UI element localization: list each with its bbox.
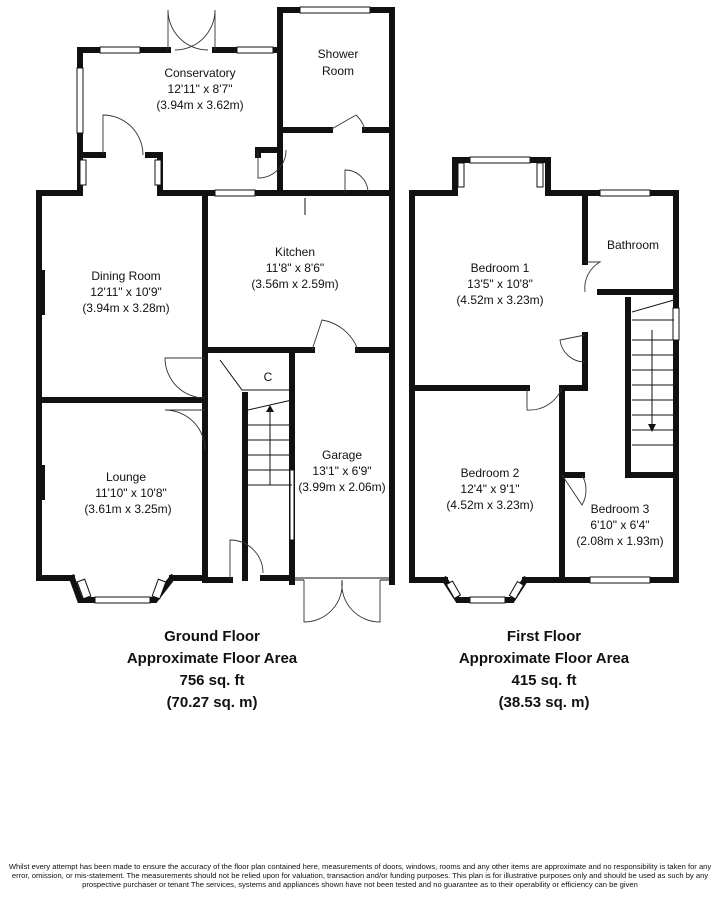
svg-text:Kitchen: Kitchen bbox=[275, 245, 315, 259]
svg-text:(4.52m x 3.23m): (4.52m x 3.23m) bbox=[456, 293, 543, 307]
svg-text:Approximate Floor Area: Approximate Floor Area bbox=[459, 650, 630, 667]
svg-text:Bedroom 2: Bedroom 2 bbox=[461, 466, 520, 480]
ground-floor-doors bbox=[102, 9, 392, 623]
svg-text:(3.61m x 3.25m): (3.61m x 3.25m) bbox=[84, 502, 171, 516]
disclaimer-text: Whilst every attempt has been made to en… bbox=[8, 862, 712, 889]
first-floor-caption: First Floor Approximate Floor Area 415 s… bbox=[459, 628, 630, 711]
svg-text:13'5" x 10'8": 13'5" x 10'8" bbox=[467, 277, 533, 291]
first-floor-doors bbox=[526, 261, 602, 506]
room-garage: Garage 13'1" x 6'9" (3.99m x 2.06m) bbox=[298, 448, 385, 494]
svg-text:Bedroom 1: Bedroom 1 bbox=[471, 261, 530, 275]
svg-text:(3.94m x 3.28m): (3.94m x 3.28m) bbox=[82, 301, 169, 315]
svg-text:Lounge: Lounge bbox=[106, 470, 146, 484]
svg-text:(4.52m x 3.23m): (4.52m x 3.23m) bbox=[446, 498, 533, 512]
room-lounge: Lounge 11'10" x 10'8" (3.61m x 3.25m) bbox=[84, 470, 171, 516]
svg-text:(3.99m x 2.06m): (3.99m x 2.06m) bbox=[298, 480, 385, 494]
svg-text:415 sq. ft: 415 sq. ft bbox=[511, 672, 576, 689]
first-floor-stairs bbox=[631, 299, 675, 446]
svg-text:Ground Floor: Ground Floor bbox=[164, 628, 260, 645]
room-conservatory: Conservatory 12'11" x 8'7" (3.94m x 3.62… bbox=[156, 66, 243, 112]
svg-text:756 sq. ft: 756 sq. ft bbox=[179, 672, 244, 689]
svg-text:C: C bbox=[264, 370, 273, 384]
svg-text:13'1" x 6'9": 13'1" x 6'9" bbox=[312, 464, 371, 478]
svg-text:12'11" x 10'9": 12'11" x 10'9" bbox=[90, 285, 162, 299]
svg-text:Room: Room bbox=[322, 64, 354, 78]
svg-text:(38.53 sq. m): (38.53 sq. m) bbox=[499, 694, 590, 711]
svg-text:11'8" x 8'6": 11'8" x 8'6" bbox=[266, 261, 324, 275]
ground-floor-windows bbox=[37, 6, 371, 604]
room-bedroom-3: Bedroom 3 6'10" x 6'4" (2.08m x 1.93m) bbox=[576, 502, 663, 548]
room-bedroom-1: Bedroom 1 13'5" x 10'8" (4.52m x 3.23m) bbox=[456, 261, 543, 307]
svg-text:12'4" x 9'1": 12'4" x 9'1" bbox=[460, 482, 519, 496]
room-bathroom: Bathroom bbox=[607, 238, 659, 252]
first-floor-windows bbox=[445, 156, 680, 604]
svg-text:Dining Room: Dining Room bbox=[91, 269, 160, 283]
first-floor-plan bbox=[409, 157, 679, 603]
svg-text:(2.08m x 1.93m): (2.08m x 1.93m) bbox=[576, 534, 663, 548]
svg-text:(3.94m x 3.62m): (3.94m x 3.62m) bbox=[156, 98, 243, 112]
svg-text:Bedroom 3: Bedroom 3 bbox=[591, 502, 650, 516]
svg-text:Shower: Shower bbox=[318, 47, 359, 61]
svg-text:Garage: Garage bbox=[322, 448, 362, 462]
room-bedroom-2: Bedroom 2 12'4" x 9'1" (4.52m x 3.23m) bbox=[446, 466, 533, 512]
ground-floor-stairs bbox=[247, 399, 293, 486]
svg-text:(3.56m x 2.59m): (3.56m x 2.59m) bbox=[251, 277, 338, 291]
svg-text:Approximate Floor Area: Approximate Floor Area bbox=[127, 650, 298, 667]
svg-text:6'10" x 6'4": 6'10" x 6'4" bbox=[590, 518, 649, 532]
room-dining-room: Dining Room 12'11" x 10'9" (3.94m x 3.28… bbox=[82, 269, 169, 315]
room-kitchen: Kitchen 11'8" x 8'6" (3.56m x 2.59m) bbox=[251, 245, 338, 291]
svg-text:Conservatory: Conservatory bbox=[164, 66, 235, 80]
room-cupboard: C bbox=[264, 370, 273, 384]
svg-text:11'10" x 10'8": 11'10" x 10'8" bbox=[95, 486, 167, 500]
svg-text:12'11" x 8'7": 12'11" x 8'7" bbox=[168, 82, 233, 96]
ground-floor-caption: Ground Floor Approximate Floor Area 756 … bbox=[127, 628, 298, 711]
room-shower-room: Shower Room bbox=[318, 47, 359, 78]
svg-text:(70.27 sq. m): (70.27 sq. m) bbox=[167, 694, 258, 711]
svg-text:Bathroom: Bathroom bbox=[607, 238, 659, 252]
ground-floor-plan bbox=[36, 7, 395, 603]
svg-text:First Floor: First Floor bbox=[507, 628, 581, 645]
